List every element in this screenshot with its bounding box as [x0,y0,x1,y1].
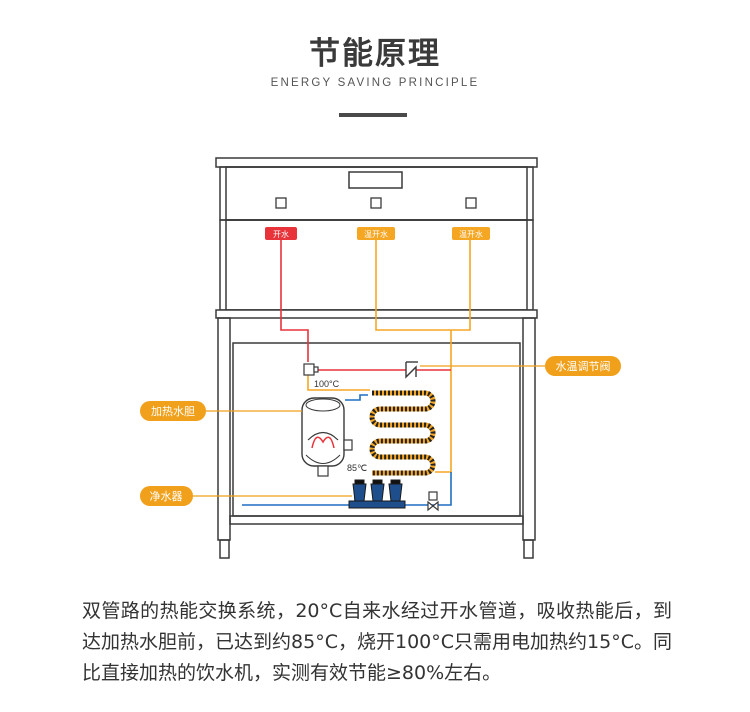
description-text: 双管路的热能交换系统，20°C自来水经过开水管道，吸收热能后，到达加热水胆前，已… [82,600,672,684]
temp-label-warm: 85℃ [347,463,367,473]
page-title: 节能原理 [309,36,441,72]
callout-purifier: 净水器 [140,486,352,506]
tap-button-warm-2 [465,197,477,209]
temp-label-boil: 100°C [314,379,340,389]
outlet-tag-boiling: 开水 [265,227,297,240]
callout-valve: 水温调节阀 [420,356,621,376]
outlet-label-warm-2: 温开水 [459,229,483,239]
outlet-label-warm-1: 温开水 [364,229,388,239]
heat-exchange-coil [369,390,436,476]
tap-button-boiling [275,197,287,209]
check-valve-symbol [427,491,439,512]
pipe-fittings [303,363,319,376]
tap-buttons [275,197,477,209]
tap-button-warm-1 [370,197,382,209]
heating-tank [301,397,353,477]
title-underline [339,113,407,117]
outlet-tag-warm-2: 温开水 [452,227,490,240]
outlet-tag-warm-1: 温开水 [357,227,395,240]
page-subtitle: ENERGY SAVING PRINCIPLE [270,77,480,89]
outlet-label-boiling: 开水 [273,229,289,239]
callout-valve-label: 水温调节阀 [556,359,611,373]
callout-purifier-label: 净水器 [150,489,183,503]
water-purifier-filters [348,479,406,509]
hot-water-pipes [280,240,451,371]
temperature-valve-symbol [405,361,418,379]
callout-tank-label: 加热水胆 [151,405,195,418]
callout-tank: 加热水胆 [140,401,302,421]
